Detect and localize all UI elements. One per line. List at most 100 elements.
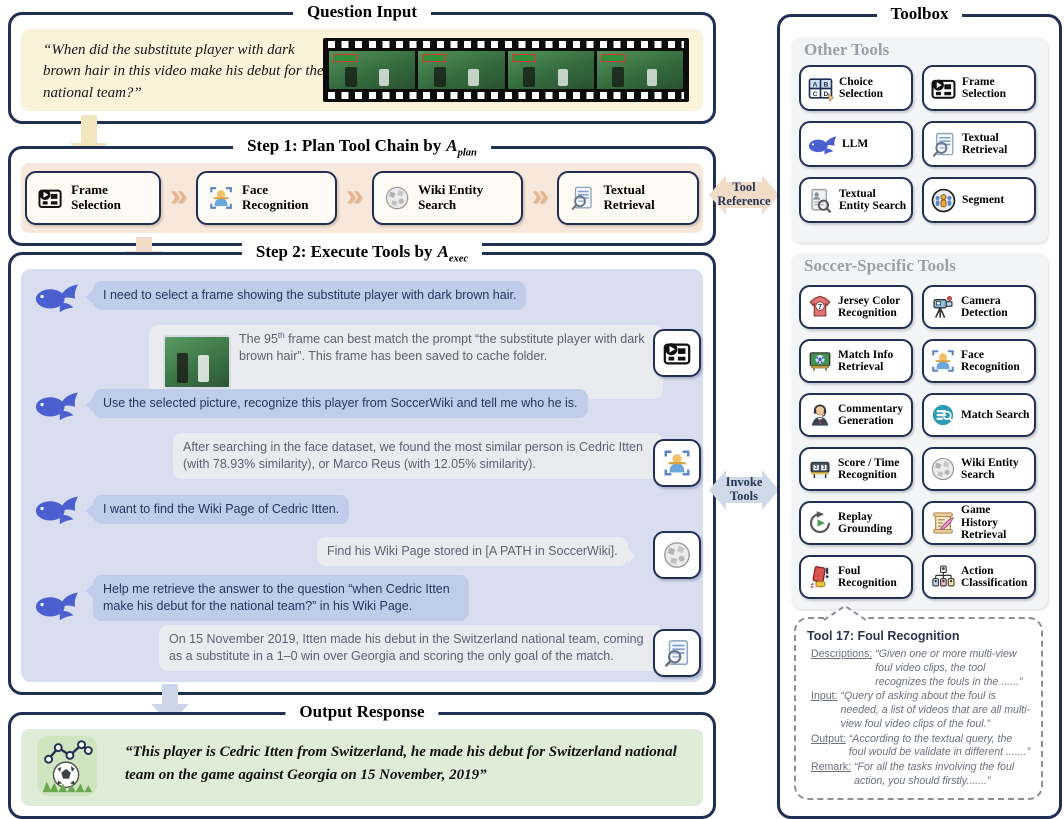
game-history-icon <box>933 512 954 534</box>
chat-bubble-agent: I want to find the Wiki Page of Cedric I… <box>85 495 350 524</box>
question-text: “When did the substitute player with dar… <box>43 42 324 101</box>
wiki-entity-search-icon <box>664 542 690 568</box>
tool-button-replay-grounding: Replay Grounding <box>799 501 913 545</box>
invoke-tools-connector: Invoke Tools <box>709 461 779 519</box>
llm-whale-icon <box>808 136 837 155</box>
chat-bubble-tool: Find his Wiki Page stored in [A PATH in … <box>317 537 635 566</box>
textual-entity-search-icon <box>811 188 832 213</box>
video-frame <box>507 51 594 89</box>
output-panel: “This player is Cedric Itten from Switze… <box>21 729 703 806</box>
tool-reference-label: Tool Reference <box>717 179 771 208</box>
video-film-strip <box>323 38 689 102</box>
wiki-entity-search-icon <box>931 457 955 481</box>
chat-bubble-tool: On 15 November 2019, Itten made his debu… <box>159 625 670 671</box>
textual-retrieval-tool-chip <box>653 629 701 677</box>
face-recognition-icon <box>932 350 954 372</box>
tool-button-llm: LLM <box>799 121 913 167</box>
question-input-box: Question Input “When did the substitute … <box>8 2 716 124</box>
svg-text:B: B <box>824 81 829 88</box>
chain-tool-face-recognition: Face Recognition <box>195 171 338 225</box>
jersey-color-icon: 7 <box>809 295 831 317</box>
match-search-icon <box>932 404 954 426</box>
frame-selection-icon <box>931 79 956 99</box>
tool17-callout: Tool 17: Foul Recognition Descriptions: … <box>794 604 1043 800</box>
llm-whale-icon <box>35 284 79 313</box>
agent-message-text: I need to select a frame showing the sub… <box>103 288 517 302</box>
chain-tool-textual-retrieval: Textual Retrieval <box>557 171 699 225</box>
plan-panel: Frame Selection » Face Recognition <box>21 163 703 233</box>
tool-button-game-history: Game History Retrieval <box>922 501 1036 545</box>
tool-button-segment: Segment <box>922 177 1036 223</box>
tool-button-jersey-color: 7 Jersey Color Recognition <box>799 285 913 329</box>
question-input-title: Question Input <box>292 2 432 22</box>
chain-tool-label: Frame Selection <box>71 182 121 212</box>
frame-selection-tool-chip <box>653 329 701 377</box>
tool17-output: Output: “According to the textual query,… <box>811 732 1031 759</box>
llm-whale-icon <box>35 392 79 421</box>
textual-retrieval-icon <box>664 640 689 667</box>
choice-selection-icon: A B C D <box>808 77 834 102</box>
invoke-tools-arrow-icon <box>709 470 779 510</box>
tool-button-textual-entity-search: Textual Entity Search <box>799 177 913 223</box>
agent-message-text: I want to find the Wiki Page of Cedric I… <box>103 502 340 516</box>
segment-icon <box>931 188 956 212</box>
tool-button-action-classification: Action Classification <box>922 555 1036 599</box>
selected-frame-thumbnail <box>163 335 231 389</box>
chain-chevron-icon: » <box>346 179 363 212</box>
tool-message-text: Find his Wiki Page stored in [A PATH in … <box>327 544 618 558</box>
replay-grounding-icon <box>810 511 830 533</box>
tool-button-wiki-entity-search: Wiki Entity Search <box>922 447 1036 491</box>
foul-recognition-icon <box>810 566 829 589</box>
chain-chevron-icon: » <box>531 179 549 212</box>
callout-pointer <box>823 604 867 622</box>
other-tools-label: Other Tools <box>804 40 890 59</box>
film-sprocket-bottom <box>328 92 684 99</box>
question-panel: “When did the substitute player with dar… <box>21 29 703 111</box>
svg-text:3: 3 <box>822 465 825 471</box>
agent-plan-symbol: Aplan <box>446 136 477 159</box>
chat-bubble-tool: After searching in the face dataset, we … <box>173 433 670 479</box>
face-recognition-icon <box>664 450 690 476</box>
chain-chevron-icon: » <box>170 179 187 212</box>
tool17-remark: Remark: “For all the tasks involving the… <box>811 761 1015 787</box>
face-recognition-tool-chip <box>653 439 701 487</box>
commentary-icon <box>811 404 829 426</box>
svg-text:C: C <box>813 91 818 98</box>
agent-message-text: Use the selected picture, recognize this… <box>103 396 578 410</box>
tool-button-choice-selection: A B C D Choice Selection <box>799 65 913 111</box>
score-time-icon: 3 3 <box>809 458 831 480</box>
svg-text:A: A <box>813 81 818 88</box>
toolbox: Toolbox Other Tools A B C D Choice Selec… <box>777 4 1062 819</box>
agent-message-text: Help me retrieve the answer to the quest… <box>103 582 450 613</box>
frame-selection-icon <box>663 343 691 365</box>
exec-panel: I need to select a frame showing the sub… <box>21 269 703 682</box>
face-recognition-icon <box>210 187 232 209</box>
tool-message-text: After searching in the face dataset, we … <box>183 440 643 471</box>
chain-tool-frame-selection: Frame Selection <box>25 171 162 225</box>
llm-whale-icon <box>35 496 79 525</box>
tool-button-frame-selection: Frame Selection <box>922 65 1036 111</box>
svg-text:7: 7 <box>818 302 822 311</box>
tool-reference-connector: Tool Reference <box>709 166 779 224</box>
wiki-entity-search-icon <box>385 186 409 210</box>
textual-retrieval-icon <box>571 186 593 211</box>
tool-message-text: On 15 November 2019, Itten made his debu… <box>169 632 644 663</box>
tool17-descriptions: Descriptions: “Given one or more multi-v… <box>811 648 1023 688</box>
agent-exec-symbol: Aexec <box>437 242 469 265</box>
frame-selection-icon <box>38 189 62 208</box>
match-info-icon <box>809 352 831 371</box>
chat-bubble-agent: Help me retrieve the answer to the quest… <box>86 575 469 621</box>
output-response-title: Output Response <box>285 702 439 722</box>
soccer-tools-label: Soccer-Specific Tools <box>804 256 956 275</box>
step2-title-text: Step 2: Execute Tools by <box>255 242 433 261</box>
tool-button-match-search: Match Search <box>922 393 1036 437</box>
tool17-title: Tool 17: Foul Recognition <box>807 629 960 643</box>
soccer-network-icon <box>37 736 97 796</box>
tool-button-textual-retrieval: Textual Retrieval <box>922 121 1036 167</box>
svg-text:3: 3 <box>815 465 818 471</box>
tool-button-score-time: 3 3 Score / Time Recognition <box>799 447 913 491</box>
